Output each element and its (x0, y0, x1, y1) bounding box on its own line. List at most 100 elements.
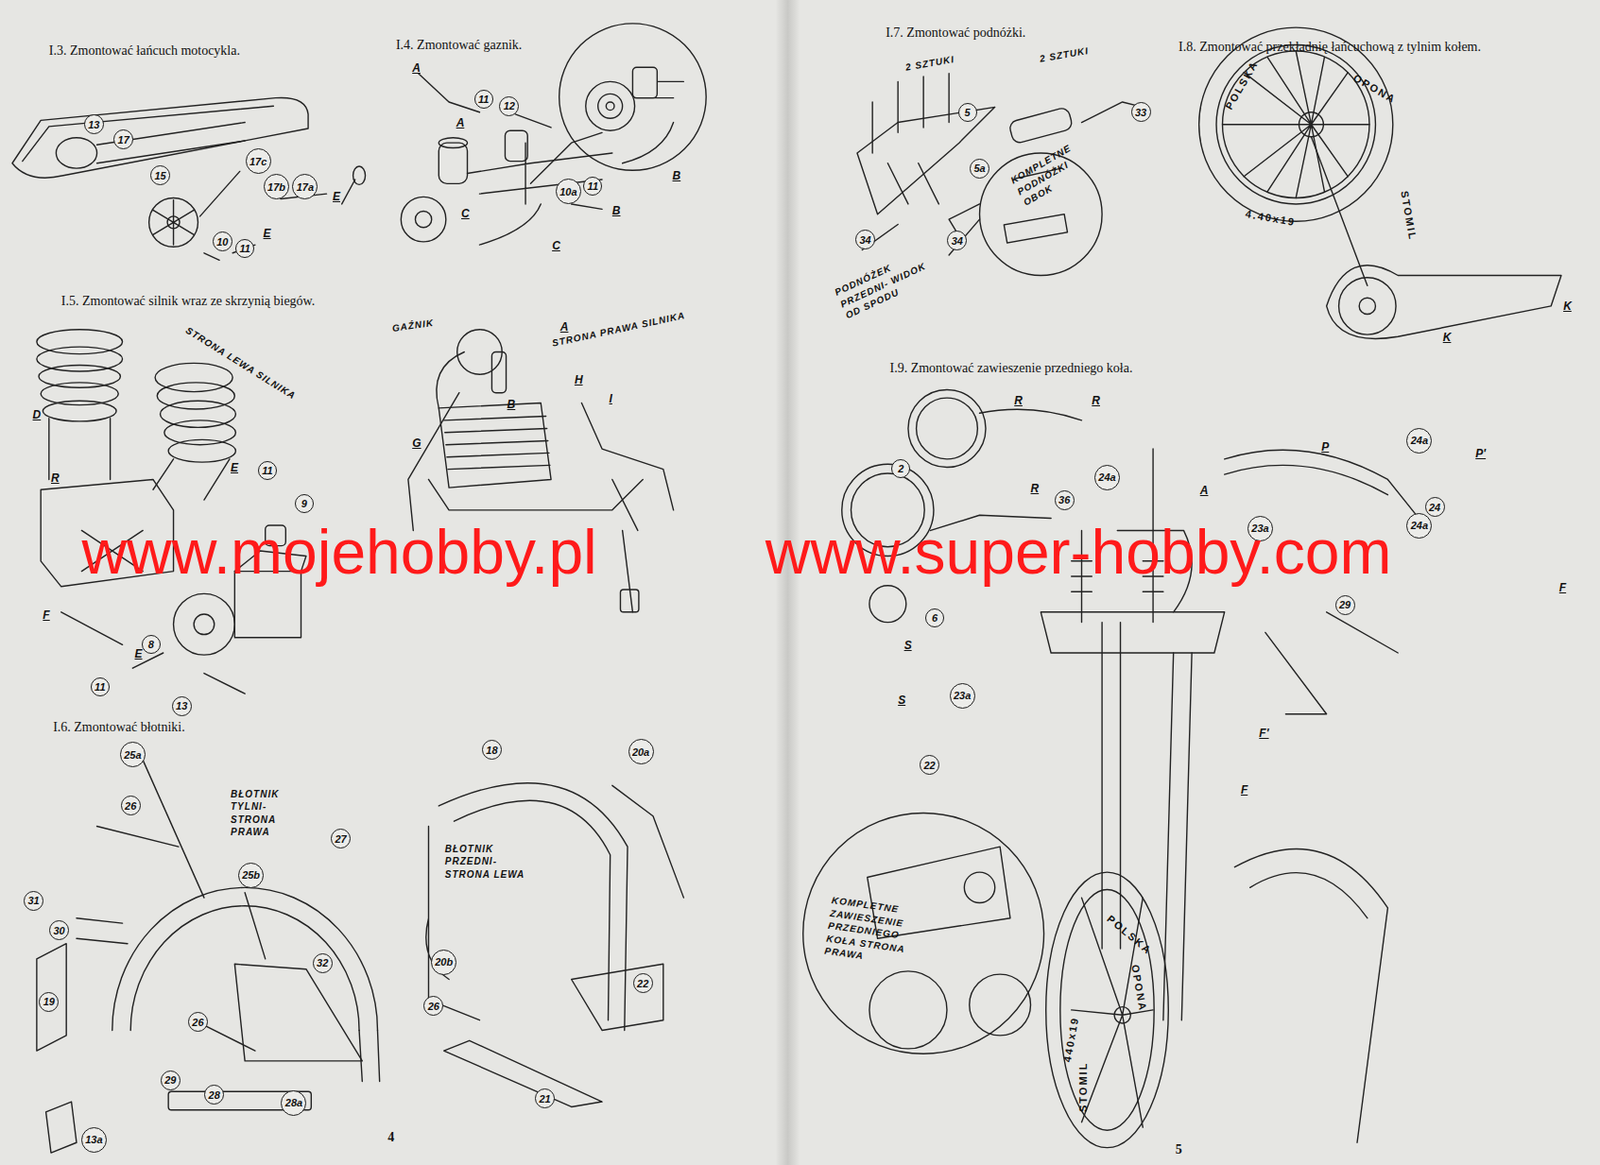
connection-letter: F (42, 608, 50, 622)
connection-letter: S (904, 638, 912, 653)
page-number: 4 (387, 1130, 395, 1146)
callout-text: 15 (154, 170, 166, 182)
connection-letter: E (263, 226, 272, 241)
connection-letter: C (551, 239, 561, 253)
callout-text: 13a (85, 1134, 103, 1146)
connection-letter: H (574, 373, 584, 387)
callout-number: 32 (312, 953, 333, 974)
callout-text: 29 (1339, 599, 1351, 611)
step-heading: I.4. Zmontować gaznik. (395, 37, 522, 53)
tyre-lettering: OPONA (1129, 963, 1150, 1014)
callout-text: 34 (951, 235, 964, 247)
connection-letter: B (672, 169, 682, 183)
tyre-lettering: STOMIL (1398, 189, 1419, 242)
connection-letter: K (1563, 299, 1572, 313)
note-text: GAŹNIK (391, 316, 435, 336)
callout-number: 26 (188, 1012, 208, 1033)
tyre-lettering: 4.40x19 (1244, 207, 1297, 228)
step-heading: I.8. Zmontować przekładnię łańcuchową z … (1178, 39, 1481, 55)
connection-letter: B (507, 397, 517, 412)
callout-text: 28a (285, 1097, 303, 1109)
callout-number: 27 (330, 828, 351, 849)
callout-number: 9 (294, 494, 314, 514)
callout-number: 10 (212, 231, 233, 252)
connection-letter: F' (1258, 726, 1269, 740)
callout-text: 11 (94, 681, 105, 693)
callout-number: 20b (430, 949, 457, 976)
callout-text: 12 (503, 100, 516, 112)
callout-text: 20a (632, 746, 650, 758)
tyre-lettering: STOMIL (1077, 1062, 1089, 1113)
tyre-lettering: 440x19 (1061, 1015, 1081, 1064)
callout-text: 10a (559, 186, 577, 198)
callout-number: 26 (120, 795, 141, 816)
callout-number: 28 (204, 1084, 224, 1105)
callout-number: 17c (245, 148, 272, 174)
callout-number: 2 (891, 459, 911, 479)
callout-number: 6 (925, 608, 945, 628)
callout-text: 26 (191, 1016, 204, 1029)
callout-text: 5 (964, 106, 971, 119)
connection-letter: P' (1475, 447, 1486, 461)
connection-letter: F (1240, 783, 1248, 797)
callout-number: 20a (628, 739, 654, 765)
callout-number: 29 (160, 1070, 181, 1091)
callout-number: 22 (919, 755, 940, 775)
callout-number: 25b (238, 862, 264, 889)
callout-number: 13 (84, 114, 104, 135)
connection-letter: A (560, 320, 569, 334)
callout-text: 24a (1098, 471, 1116, 483)
step-heading: I.3. Zmontować łańcuch motocykla. (49, 43, 241, 59)
tyre-lettering: OPONA (1351, 71, 1399, 106)
connection-letter: I (609, 392, 613, 406)
callout-number: 13 (172, 696, 192, 717)
callout-text: 17c (249, 155, 267, 168)
callout-number: 11 (90, 677, 110, 697)
callout-text: 11 (239, 242, 250, 255)
callout-number: 34 (855, 229, 876, 250)
callout-number: 23a (949, 683, 976, 709)
callout-text: 6 (931, 612, 938, 624)
step-heading: I.9. Zmontować zawieszenie przedniego ko… (890, 361, 1134, 377)
callout-text: 34 (859, 234, 871, 246)
callout-text: 13 (87, 119, 100, 131)
callout-text: 22 (923, 759, 935, 772)
connection-letter: R (1031, 481, 1040, 496)
callout-text: 30 (52, 925, 65, 937)
callout-number: 5a (969, 158, 990, 179)
callout-number: 11 (474, 89, 494, 109)
connection-letter: R (1014, 394, 1023, 408)
callout-text: 17 (118, 134, 130, 146)
callout-text: 19 (43, 996, 55, 1008)
callout-text: 25a (123, 749, 141, 761)
note-text: BŁOTNIK TYLNI- STRONA PRAWA (230, 788, 312, 840)
callout-text: 32 (316, 957, 328, 969)
callout-number: 17b (263, 173, 290, 200)
callout-number: 29 (1335, 595, 1356, 616)
callout-text: 23a (953, 689, 971, 702)
callout-text: 13 (175, 700, 188, 712)
connection-letter: F (1559, 581, 1566, 595)
connection-letter: R (1091, 394, 1101, 408)
callout-number: 24a (1094, 464, 1120, 491)
callout-text: 24a (1410, 434, 1428, 447)
callout-number: 28a (280, 1090, 307, 1117)
callout-number: 17 (113, 129, 134, 150)
connection-letter: B (612, 204, 621, 218)
callout-text: 24 (1428, 501, 1441, 514)
callout-number: 22 (633, 973, 654, 994)
connection-letter: C (461, 206, 470, 221)
callout-text: 29 (164, 1074, 176, 1086)
callout-text: 2 (897, 463, 904, 475)
callout-number: 11 (583, 176, 603, 196)
callout-number: 15 (150, 165, 171, 186)
callout-number: 30 (49, 920, 69, 941)
connection-letter: E (135, 647, 143, 661)
note-text: STRONA PRAWA SILNIKA (550, 309, 687, 350)
callout-number: 11 (235, 239, 255, 259)
connection-letter: A (1200, 483, 1209, 498)
connection-letter: R (51, 471, 60, 485)
connection-letter: P (1321, 440, 1329, 454)
callout-text: 10 (216, 236, 228, 248)
callout-number: 26 (423, 996, 444, 1016)
